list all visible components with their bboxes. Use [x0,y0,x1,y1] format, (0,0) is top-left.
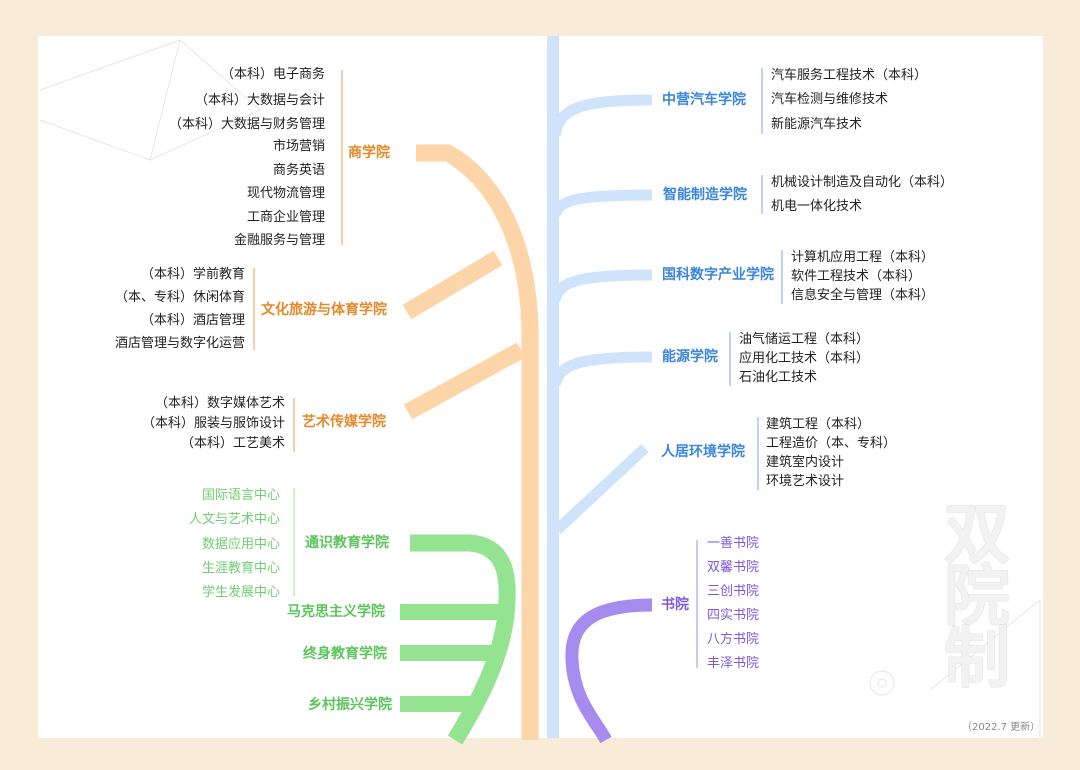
shang-major: 工商企业管理 [246,210,325,225]
renju-major: 工程造价（本、专科） [766,436,897,451]
brackets [253,68,783,668]
nengyuan-major: 应用化工技术（本科） [739,351,870,366]
tongshi-center: 国际语言中心 [201,488,280,503]
renju-major: 环境艺术设计 [766,474,845,489]
renju-major: 建筑室内设计 [766,455,845,470]
wenlv-major: 酒店管理与数字化运营 [114,336,245,351]
xiangcun-college-label: 乡村振兴学院 [308,697,392,713]
shang-major: 市场营销 [272,139,325,154]
blue-trunk [547,36,653,738]
shang-major: 现代物流管理 [246,186,325,201]
wenlv-major: （本、专科）休闲体育 [114,290,245,305]
guoke-college-label: 国科数字产业学院 [662,267,774,283]
qiche-college-label: 中营汽车学院 [662,92,746,108]
shang-major: （本科）大数据与会计 [194,93,325,108]
zhineng-major: 机械设计制造及自动化（本科） [771,175,954,190]
purple-branch [565,598,653,744]
guoke-major: 信息安全与管理（本科） [791,288,935,303]
yishu-college-label: 艺术传媒学院 [302,414,386,430]
shuyuan-item: 八方书院 [707,632,760,647]
shang-college-label: 商学院 [348,145,390,161]
shang-major: （本科）大数据与财务管理 [168,117,325,132]
wenlv-college-label: 文化旅游与体育学院 [261,302,387,318]
qiche-major: 汽车检测与维修技术 [771,92,889,107]
watermark-char: 院 [944,558,1010,635]
qiche-major: 汽车服务工程技术（本科） [771,68,928,83]
watermark-char: 双 [944,496,1010,573]
nengyuan-college-label: 能源学院 [662,349,718,365]
shuyuan-item: 三创书院 [707,584,760,599]
zhongshen-college-label: 终身教育学院 [303,646,387,662]
renju-major: 建筑工程（本科） [766,417,871,432]
tongshi-college-label: 通识教育学院 [305,535,389,551]
shang-major: 金融服务与管理 [233,233,325,248]
guoke-major: 软件工程技术（本科） [791,269,922,284]
qiche-major: 新能源汽车技术 [771,117,863,132]
tongshi-center: 学生发展中心 [201,585,280,600]
tongshi-center: 人文与艺术中心 [188,512,280,527]
nengyuan-major: 石油化工技术 [739,370,818,385]
renju-college-label: 人居环境学院 [661,444,745,460]
orange-trunk [402,144,539,740]
wenlv-major: （本科）学前教育 [140,267,245,282]
shuyuan-label: 书院 [661,597,689,613]
yishu-major: （本科）工艺美术 [180,436,285,451]
shang-major: 商务英语 [272,163,325,178]
makesi-college-label: 马克思主义学院 [287,604,385,620]
wenlv-major: （本科）酒店管理 [140,313,245,328]
tongshi-center: 生涯教育中心 [201,561,280,576]
green-trunk [400,534,516,745]
zhineng-college-label: 智能制造学院 [663,187,747,203]
yishu-major: （本科）服装与服饰设计 [141,416,285,431]
yishu-major: （本科）数字媒体艺术 [154,396,285,411]
shuyuan-item: 丰泽书院 [707,656,760,671]
paper-sheet [38,36,1043,738]
shang-major: （本科）电子商务 [220,67,325,82]
update-note: （2022.7 更新） [962,722,1041,733]
nengyuan-major: 油气储运工程（本科） [739,332,870,347]
tongshi-center: 数据应用中心 [201,537,280,552]
shuyuan-item: 一善书院 [707,536,760,551]
watermark-char: 制 [944,620,1010,697]
decorative-lines [39,39,1041,738]
zhineng-major: 机电一体化技术 [771,199,863,214]
shuyuan-item: 双馨书院 [707,560,760,575]
shuyuan-item: 四实书院 [707,608,760,623]
guoke-major: 计算机应用工程（本科） [791,250,935,265]
